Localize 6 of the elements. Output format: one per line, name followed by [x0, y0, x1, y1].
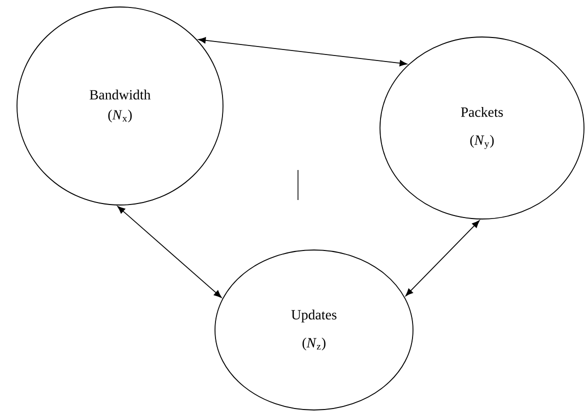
circle-node: Packets (N$_{y}$) — [380, 36, 584, 220]
circle-node: Bandwidth (N$_{x}$) — [16, 6, 224, 206]
double-arrow — [117, 206, 222, 298]
double-arrow — [198, 37, 408, 66]
double-arrow — [406, 220, 480, 296]
circle-node: Updates (N$_{z}$) — [214, 250, 414, 410]
